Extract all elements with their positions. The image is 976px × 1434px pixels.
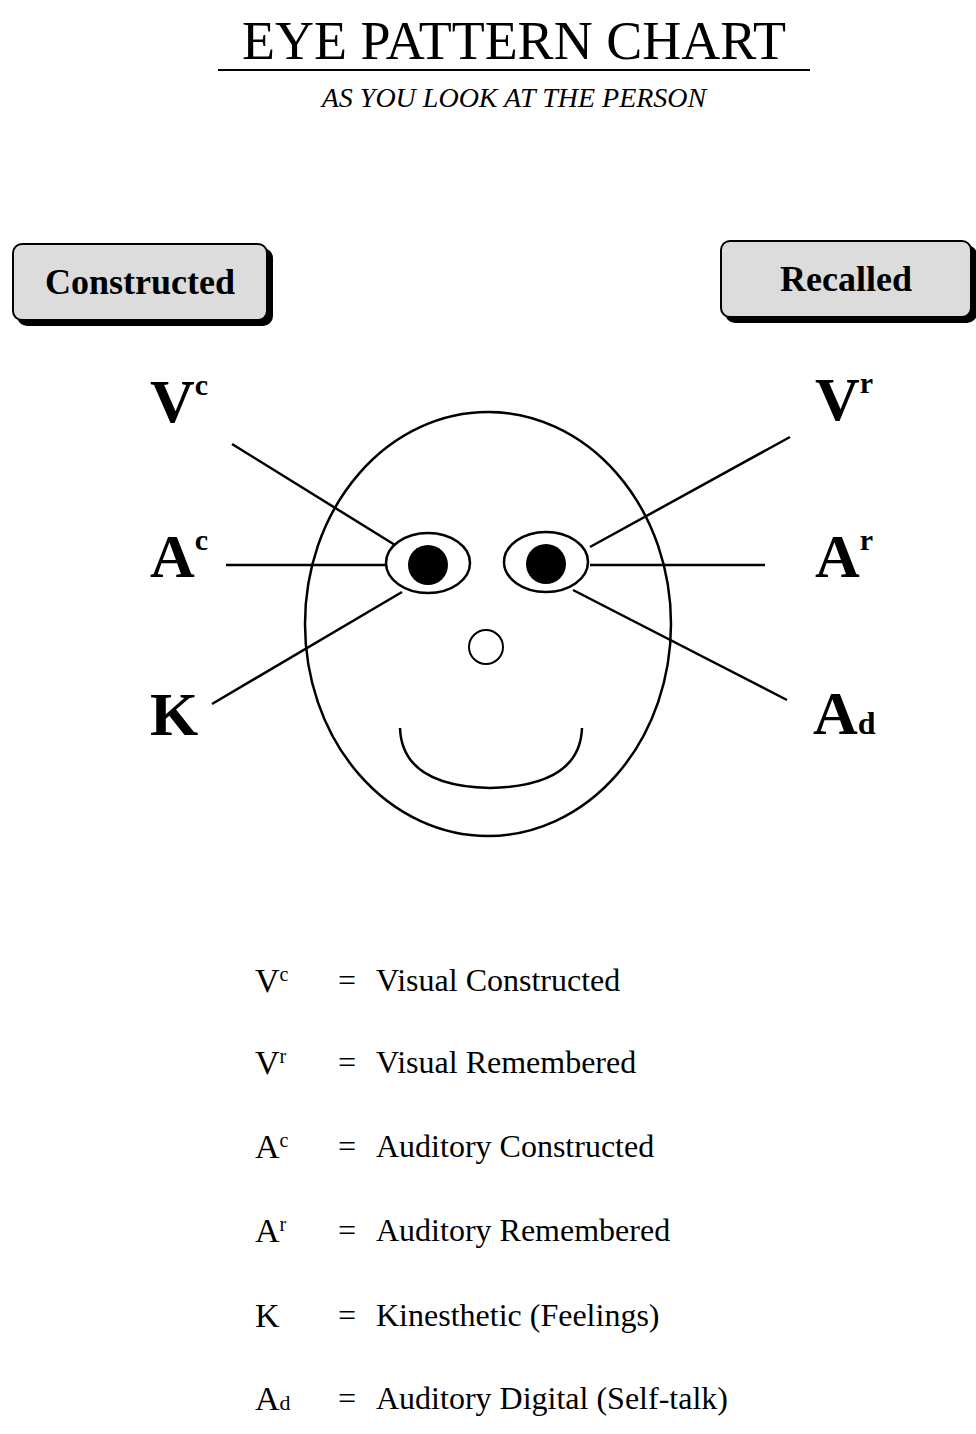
eye-white [386,533,470,593]
position-symbol: K [150,683,198,745]
leader-line [232,444,395,545]
legend-description: Visual Constructed [376,964,620,996]
equals-sign: = [338,1214,356,1246]
leader-line [590,564,765,567]
position-symbol: Ac [150,525,208,587]
legend-description: Auditory Constructed [376,1130,654,1162]
category-box: Recalled [720,240,972,318]
equals-sign: = [338,1130,356,1162]
position-symbol: Vr [815,368,873,430]
equals-sign: = [338,964,356,996]
position-symbol: Vc [150,370,208,432]
legend-description: Auditory Digital (Self-talk) [376,1382,728,1414]
face-outline [305,412,671,836]
eye-white [504,532,588,592]
legend-symbol: Vc [255,964,288,998]
nose [469,630,503,664]
legend-symbol: K [255,1299,280,1333]
legend-symbol: Ar [255,1214,286,1248]
title-underline [218,69,810,71]
subtitle: AS YOU LOOK AT THE PERSON [322,84,707,112]
legend-symbol: Ac [255,1130,288,1164]
box-label: Recalled [780,261,912,297]
leader-line [212,592,402,704]
category-box: Constructed [12,243,268,321]
equals-sign: = [338,1299,356,1331]
box-label: Constructed [45,264,235,300]
legend-symbol: Ad [255,1382,291,1416]
leader-line [573,590,787,700]
legend-description: Visual Remembered [376,1046,636,1078]
chart-title: EYE PATTERN CHART [242,14,786,68]
legend-symbol: Vr [255,1046,286,1080]
pupil [526,544,566,584]
leader-line [226,564,388,567]
position-symbol: Ad [813,682,876,744]
equals-sign: = [338,1046,356,1078]
smile [400,728,582,788]
legend-description: Auditory Remembered [376,1214,670,1246]
pupil [408,545,448,585]
equals-sign: = [338,1382,356,1414]
leader-line [590,437,790,547]
position-symbol: Ar [815,525,873,587]
legend-description: Kinesthetic (Feelings) [376,1299,659,1331]
